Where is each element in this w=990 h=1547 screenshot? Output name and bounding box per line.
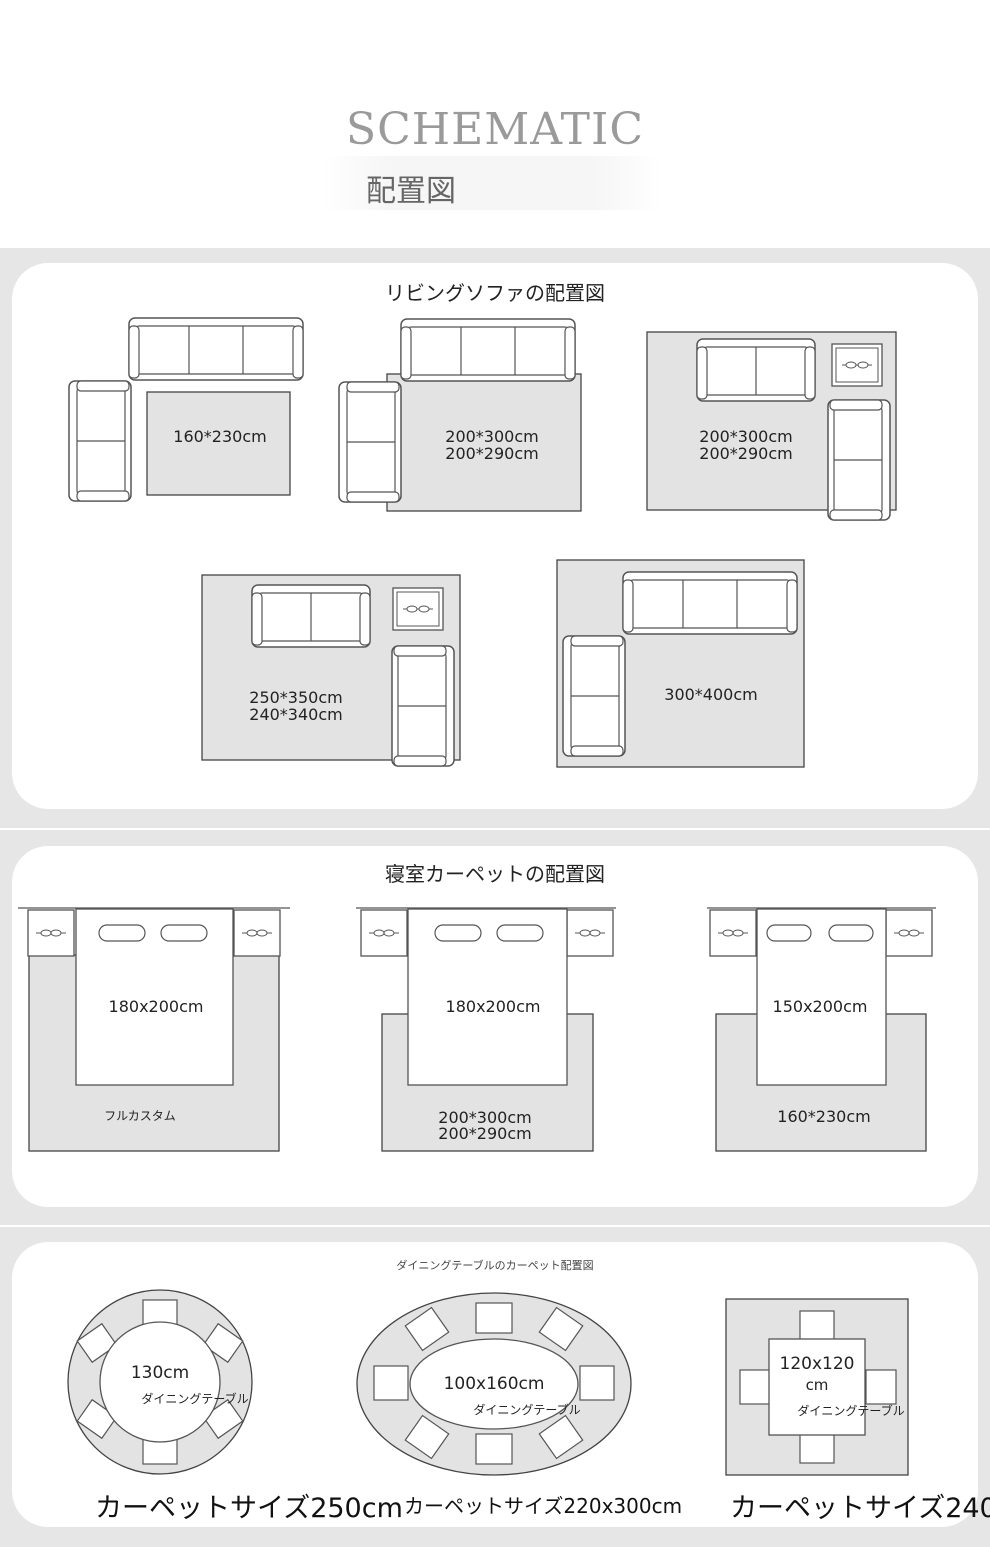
dining-2-table-size: 100x160cm: [443, 1374, 545, 1394]
living-2-size-alt: 200*290cm: [445, 444, 539, 463]
dining-1-carpet-size: カーペットサイズ250cm: [95, 1493, 403, 1524]
living-2-size: 200*300cm: [445, 427, 539, 446]
living-3-size-alt: 200*290cm: [699, 444, 793, 463]
dining-1-table-size: 130cm: [130, 1363, 190, 1383]
dining-layout-2: [356, 1292, 632, 1476]
living-layout-2: [338, 318, 582, 512]
living-1-size: 160*230cm: [173, 427, 267, 446]
page-header: SCHEMATIC 配置図: [0, 0, 990, 248]
dining-layout-1: [67, 1289, 253, 1475]
living-3-size: 200*300cm: [699, 427, 793, 446]
rug: [146, 391, 291, 496]
dining-2-carpet-size: カーペットサイズ220x300cm: [404, 1494, 683, 1518]
bedroom-title: 寝室カーペットの配置図: [385, 862, 605, 886]
living-layout-3: [646, 331, 897, 521]
dining-3-carpet-size: カーペットサイズ240: [730, 1493, 990, 1524]
dining-3-table-size: 120x120: [779, 1354, 855, 1374]
living-4-size-alt: 240*340cm: [249, 705, 343, 724]
subtitle-band: [322, 156, 662, 210]
living-layout-5: [556, 559, 805, 768]
living-layout-1: [68, 317, 304, 502]
bedroom-2-bed-size: 180x200cm: [445, 997, 541, 1016]
dining-1-table-label: ダイニングテーブル: [141, 1392, 249, 1406]
dining-3-table-label: ダイニングテーブル: [797, 1404, 905, 1418]
bedroom-3-bed-size: 150x200cm: [772, 997, 868, 1016]
dining-layout-3: [725, 1298, 909, 1476]
dining-3-table-unit: cm: [805, 1376, 829, 1394]
bedroom-layout-1: [18, 907, 290, 1152]
dining-2-table-label: ダイニングテーブル: [473, 1403, 581, 1417]
page-subtitle: 配置図: [366, 174, 456, 209]
table: [99, 1321, 221, 1443]
table: [768, 1338, 866, 1436]
bedroom-1-bed-size: 180x200cm: [108, 997, 204, 1016]
table: [409, 1338, 579, 1430]
bedroom-layout-3: [707, 907, 936, 1152]
rug: [386, 373, 582, 512]
page-title: SCHEMATIC: [345, 104, 645, 155]
bedroom-2-rug-size-alt: 200*290cm: [438, 1124, 532, 1143]
bedroom-layout-2: [356, 907, 616, 1152]
bedroom-section: [0, 830, 990, 1225]
bedroom-3-rug-size: 160*230cm: [777, 1107, 871, 1126]
dining-title: ダイニングテーブルのカーペット配置図: [396, 1259, 594, 1272]
living-title: リビングソファの配置図: [385, 281, 605, 305]
bedroom-2-rug-size: 200*300cm: [438, 1108, 532, 1127]
bedroom-1-rug-size: フルカスタム: [104, 1109, 176, 1123]
living-4-size: 250*350cm: [249, 688, 343, 707]
living-layout-4: [201, 574, 461, 767]
living-5-size: 300*400cm: [664, 685, 758, 704]
